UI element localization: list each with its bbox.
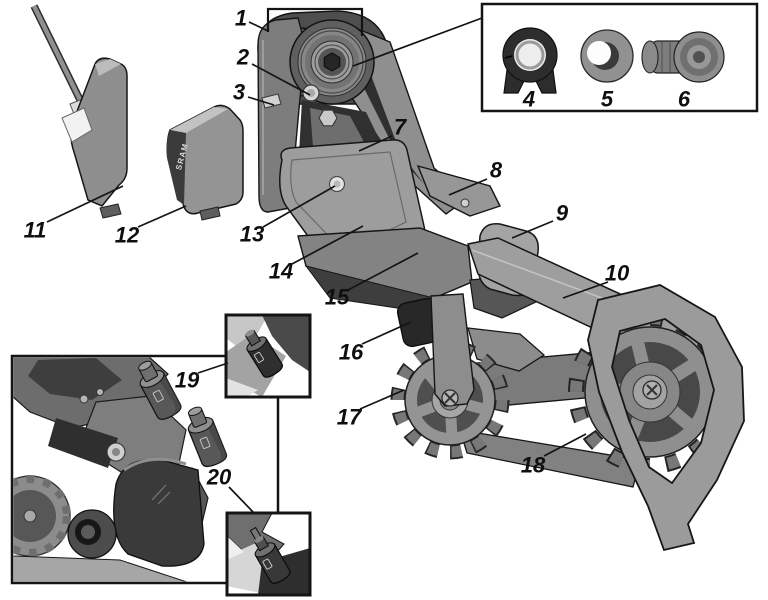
battery-notch bbox=[61, 107, 93, 143]
inset-shape bbox=[228, 537, 244, 560]
leader-16 bbox=[361, 321, 412, 345]
callout-4-label: 4 bbox=[522, 87, 535, 112]
detail-logo-marks bbox=[151, 484, 171, 505]
detail-damper-body bbox=[113, 458, 205, 567]
callout-15-label: 15 bbox=[325, 285, 350, 310]
a-frame-shadow bbox=[362, 62, 424, 184]
detail-damper-highlight bbox=[123, 457, 187, 472]
detail-pivot-pin-center bbox=[112, 448, 120, 456]
leader-20 bbox=[228, 486, 255, 514]
battery-top-face bbox=[95, 59, 121, 76]
ax-button-center bbox=[333, 180, 341, 188]
leader-11 bbox=[46, 185, 124, 223]
leader-13 bbox=[262, 185, 336, 228]
cage-bar-lower bbox=[459, 429, 641, 488]
leader-10 bbox=[562, 281, 609, 299]
callout-13-label: 13 bbox=[240, 222, 264, 247]
callout-labels: 1 2 3 7 8 9 10 11 12 13 14 15 16 17 18 1… bbox=[24, 6, 630, 490]
callout-1-bracket bbox=[266, 7, 364, 36]
leader-18 bbox=[543, 433, 587, 457]
callout-14-label: 14 bbox=[269, 259, 293, 284]
leader-14 bbox=[291, 225, 364, 265]
callout-17-label: 17 bbox=[337, 405, 363, 430]
leader-15 bbox=[347, 252, 419, 291]
inset-bottom-content bbox=[228, 514, 309, 594]
part-6-barrel-bolt bbox=[641, 31, 725, 83]
main-derailleur-assembly bbox=[257, 10, 745, 552]
mounting-bolt-pivot bbox=[289, 19, 375, 105]
upper-pulley-screw bbox=[441, 389, 459, 407]
callout-16-label: 16 bbox=[339, 340, 364, 365]
detail-pulley-teeth bbox=[13, 475, 71, 557]
inset-shape bbox=[227, 378, 258, 396]
callout-10-label: 10 bbox=[605, 261, 630, 286]
cover-top-face bbox=[170, 107, 228, 133]
inner-cage-strap bbox=[430, 293, 475, 407]
leader-1 bbox=[248, 21, 269, 32]
callout-12-label: 12 bbox=[115, 223, 140, 248]
inset-shape bbox=[262, 316, 309, 371]
callout-5-label: 5 bbox=[601, 87, 614, 112]
battery-body bbox=[70, 57, 128, 207]
leader-2 bbox=[251, 63, 311, 96]
detail-plate bbox=[13, 555, 188, 582]
inset-bolt-installed bbox=[244, 329, 283, 378]
callout-3-label: 3 bbox=[233, 80, 245, 105]
leader-lines bbox=[46, 17, 609, 514]
leader-12 bbox=[137, 205, 187, 228]
leader-7 bbox=[358, 135, 393, 152]
detail-rod bbox=[48, 418, 118, 468]
adjuster-bolt bbox=[302, 84, 320, 102]
callout-6-label: 6 bbox=[678, 87, 691, 112]
detail-inset-bottom bbox=[225, 511, 312, 597]
detail-inset-top bbox=[224, 313, 312, 399]
inset-bolt-installed bbox=[249, 526, 291, 584]
lower-pulley-screw bbox=[642, 380, 662, 400]
tool-rod bbox=[31, 5, 87, 109]
part-5-bushing bbox=[580, 29, 634, 83]
callout-19-label: 19 bbox=[175, 368, 200, 393]
leader-19 bbox=[197, 362, 229, 374]
battery-foot bbox=[99, 203, 122, 219]
callout-18-label: 18 bbox=[521, 453, 546, 478]
callout-20-label: 20 bbox=[206, 465, 232, 490]
link-pin bbox=[460, 198, 470, 208]
inset-top-content bbox=[227, 316, 309, 396]
cover-foot bbox=[199, 206, 221, 221]
battery-cover: SRAM bbox=[166, 104, 244, 221]
part-4-mount-ring bbox=[502, 27, 558, 94]
limit-tab bbox=[261, 93, 282, 109]
battery-block bbox=[30, 4, 128, 219]
callout-9-label: 9 bbox=[556, 201, 569, 226]
detail-screw bbox=[79, 394, 89, 404]
leader-parts-box bbox=[352, 17, 483, 67]
cage-front-plate bbox=[587, 284, 745, 552]
hex-socket bbox=[323, 52, 341, 72]
leader-8 bbox=[448, 178, 488, 196]
hex-nut bbox=[318, 109, 338, 127]
parts-box: 4 5 6 bbox=[480, 2, 759, 113]
callout-2-label: 2 bbox=[236, 45, 250, 70]
detail-screw bbox=[96, 388, 104, 396]
leader-9 bbox=[511, 220, 554, 239]
leader-17 bbox=[359, 389, 405, 410]
callout-7-label: 7 bbox=[394, 115, 408, 140]
cover-dark-edge bbox=[166, 130, 186, 205]
callout-8-label: 8 bbox=[490, 158, 503, 183]
leader-3 bbox=[247, 96, 275, 106]
callout-11-label: 11 bbox=[24, 218, 47, 243]
detail-bore-inner bbox=[81, 525, 95, 539]
inset-shape bbox=[227, 316, 268, 346]
detail-box-content bbox=[13, 357, 230, 582]
callout-1-label: 1 bbox=[235, 6, 247, 31]
detail-pulley-hub bbox=[23, 509, 37, 523]
